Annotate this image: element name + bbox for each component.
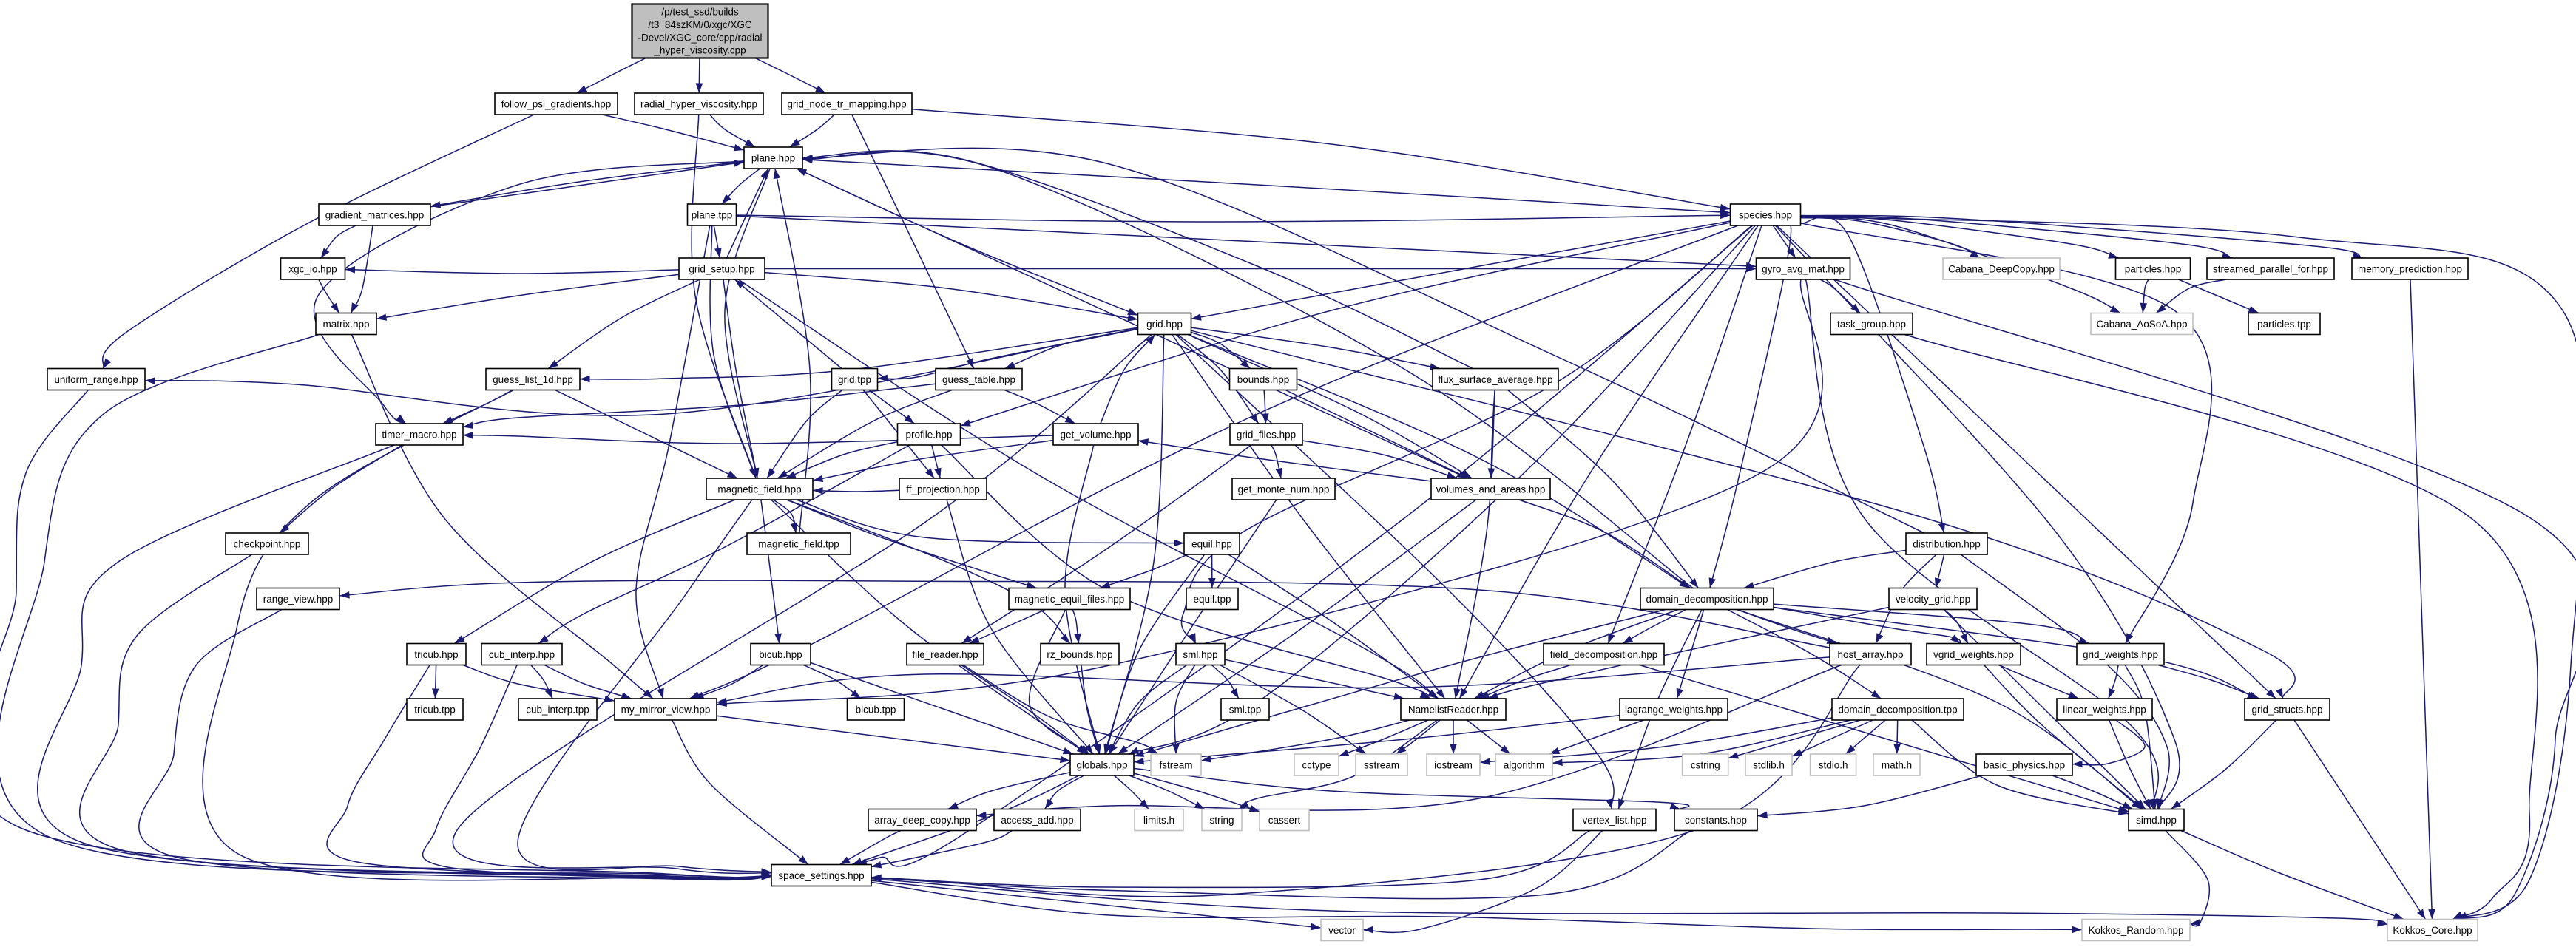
svg-text:particles.tpp: particles.tpp xyxy=(2257,319,2311,330)
svg-text:grid_files.hpp: grid_files.hpp xyxy=(1237,429,1296,440)
svg-text:equil.hpp: equil.hpp xyxy=(1191,538,1232,549)
svg-text:plane.hpp: plane.hpp xyxy=(751,152,795,163)
svg-text:file_reader.hpp: file_reader.hpp xyxy=(912,649,978,660)
svg-text:math.h: math.h xyxy=(1882,759,1912,770)
svg-text:magnetic_field.tpp: magnetic_field.tpp xyxy=(758,538,839,549)
svg-text:field_decomposition.hpp: field_decomposition.hpp xyxy=(1550,649,1658,660)
svg-text:checkpoint.hpp: checkpoint.hpp xyxy=(234,538,301,549)
svg-text:space_settings.hpp: space_settings.hpp xyxy=(778,870,864,881)
svg-text:species.hpp: species.hpp xyxy=(1739,209,1792,220)
svg-text:guess_list_1d.hpp: guess_list_1d.hpp xyxy=(493,374,573,385)
svg-text:plane.tpp: plane.tpp xyxy=(692,209,733,220)
svg-text:timer_macro.hpp: timer_macro.hpp xyxy=(382,429,456,440)
svg-text:cub_interp.tpp: cub_interp.tpp xyxy=(526,704,589,715)
svg-text:stdlib.h: stdlib.h xyxy=(1753,759,1785,770)
svg-text:cub_interp.hpp: cub_interp.hpp xyxy=(489,649,555,660)
svg-text:bicub.tpp: bicub.tpp xyxy=(856,704,896,715)
svg-text:linear_weights.hpp: linear_weights.hpp xyxy=(2063,704,2146,715)
svg-text:profile.hpp: profile.hpp xyxy=(905,429,952,440)
svg-text:Kokkos_Core.hpp: Kokkos_Core.hpp xyxy=(2393,925,2472,936)
svg-text:uniform_range.hpp: uniform_range.hpp xyxy=(54,374,138,385)
svg-text:algorithm: algorithm xyxy=(1504,759,1545,770)
svg-text:cassert: cassert xyxy=(1268,815,1301,826)
svg-text:equil.tpp: equil.tpp xyxy=(1193,594,1231,605)
svg-text:Cabana_AoSoA.hpp: Cabana_AoSoA.hpp xyxy=(2096,319,2187,330)
svg-text:grid_setup.hpp: grid_setup.hpp xyxy=(689,263,754,274)
svg-text:simd.hpp: simd.hpp xyxy=(2136,815,2177,826)
svg-text:volumes_and_areas.hpp: volumes_and_areas.hpp xyxy=(1436,483,1546,495)
svg-text:limits.h: limits.h xyxy=(1143,815,1174,826)
svg-text:array_deep_copy.hpp: array_deep_copy.hpp xyxy=(874,815,970,826)
svg-text:vgrid_weights.hpp: vgrid_weights.hpp xyxy=(1933,649,2014,660)
svg-text:grid_structs.hpp: grid_structs.hpp xyxy=(2251,704,2322,715)
svg-text:range_view.hpp: range_view.hpp xyxy=(263,594,334,605)
svg-text:distribution.hpp: distribution.hpp xyxy=(1913,538,1981,549)
svg-text:lagrange_weights.hpp: lagrange_weights.hpp xyxy=(1625,704,1723,715)
svg-text:domain_decomposition.hpp: domain_decomposition.hpp xyxy=(1646,594,1768,605)
svg-text:task_group.hpp: task_group.hpp xyxy=(1837,319,1906,330)
svg-text:matrix.hpp: matrix.hpp xyxy=(322,319,369,330)
svg-text:follow_psi_gradients.hpp: follow_psi_gradients.hpp xyxy=(501,98,612,109)
svg-text:vertex_list.hpp: vertex_list.hpp xyxy=(1582,815,1646,826)
svg-text:iostream: iostream xyxy=(1434,759,1473,770)
svg-text:_hyper_viscosity.cpp: _hyper_viscosity.cpp xyxy=(653,45,746,56)
svg-text:stdio.h: stdio.h xyxy=(1819,759,1848,770)
svg-text:guess_table.hpp: guess_table.hpp xyxy=(942,374,1015,385)
svg-text:tricub.hpp: tricub.hpp xyxy=(414,649,458,660)
svg-text:constants.hpp: constants.hpp xyxy=(1685,815,1747,826)
svg-text:my_mirror_view.hpp: my_mirror_view.hpp xyxy=(621,704,711,715)
svg-text:bounds.hpp: bounds.hpp xyxy=(1237,374,1290,385)
svg-text:string: string xyxy=(1209,815,1234,826)
svg-text:fstream: fstream xyxy=(1159,759,1192,770)
svg-text:grid_node_tr_mapping.hpp: grid_node_tr_mapping.hpp xyxy=(787,98,906,109)
svg-text:cstring: cstring xyxy=(1691,759,1720,770)
svg-text:get_monte_num.hpp: get_monte_num.hpp xyxy=(1238,483,1330,495)
svg-text:magnetic_field.hpp: magnetic_field.hpp xyxy=(717,483,801,495)
svg-text:bicub.hpp: bicub.hpp xyxy=(759,649,802,660)
svg-text:flux_surface_average.hpp: flux_surface_average.hpp xyxy=(1438,374,1552,385)
svg-text:/p/test_ssd/builds: /p/test_ssd/builds xyxy=(661,7,739,18)
svg-text:-Devel/XGC_core/cpp/radial: -Devel/XGC_core/cpp/radial xyxy=(638,32,762,43)
svg-text:get_volume.hpp: get_volume.hpp xyxy=(1060,429,1131,440)
svg-text:xgc_io.hpp: xgc_io.hpp xyxy=(288,263,337,274)
svg-text:velocity_grid.hpp: velocity_grid.hpp xyxy=(1896,594,1970,605)
svg-text:streamed_parallel_for.hpp: streamed_parallel_for.hpp xyxy=(2213,263,2328,274)
svg-text:sml.hpp: sml.hpp xyxy=(1183,649,1217,660)
svg-text:gyro_avg_mat.hpp: gyro_avg_mat.hpp xyxy=(1762,263,1845,274)
svg-text:Cabana_DeepCopy.hpp: Cabana_DeepCopy.hpp xyxy=(1948,263,2055,274)
svg-text:host_array.hpp: host_array.hpp xyxy=(1837,649,1903,660)
svg-text:grid_weights.hpp: grid_weights.hpp xyxy=(2083,649,2158,660)
svg-text:sstream: sstream xyxy=(1364,759,1399,770)
svg-text:basic_physics.hpp: basic_physics.hpp xyxy=(1984,759,2065,770)
svg-text:radial_hyper_viscosity.hpp: radial_hyper_viscosity.hpp xyxy=(640,98,757,109)
svg-text:tricub.tpp: tricub.tpp xyxy=(414,704,456,715)
svg-text:cctype: cctype xyxy=(1302,759,1331,770)
svg-text:particles.hpp: particles.hpp xyxy=(2125,263,2182,274)
svg-text:sml.tpp: sml.tpp xyxy=(1229,704,1262,715)
svg-text:/t3_84szKM/0/xgc/XGC: /t3_84szKM/0/xgc/XGC xyxy=(648,19,752,30)
svg-text:access_add.hpp: access_add.hpp xyxy=(1001,815,1073,826)
svg-text:magnetic_equil_files.hpp: magnetic_equil_files.hpp xyxy=(1015,594,1125,605)
svg-text:gradient_matrices.hpp: gradient_matrices.hpp xyxy=(325,209,425,220)
svg-text:grid.tpp: grid.tpp xyxy=(838,374,871,385)
svg-text:NamelistReader.hpp: NamelistReader.hpp xyxy=(1408,704,1498,715)
svg-text:grid.hpp: grid.hpp xyxy=(1146,319,1183,330)
svg-text:vector: vector xyxy=(1328,925,1356,936)
svg-text:globals.hpp: globals.hpp xyxy=(1076,759,1127,770)
svg-text:Kokkos_Random.hpp: Kokkos_Random.hpp xyxy=(2088,925,2183,936)
svg-text:ff_projection.hpp: ff_projection.hpp xyxy=(906,483,980,495)
svg-text:rz_bounds.hpp: rz_bounds.hpp xyxy=(1047,649,1112,660)
svg-text:memory_prediction.hpp: memory_prediction.hpp xyxy=(2358,263,2462,274)
svg-text:domain_decomposition.tpp: domain_decomposition.tpp xyxy=(1838,704,1957,715)
